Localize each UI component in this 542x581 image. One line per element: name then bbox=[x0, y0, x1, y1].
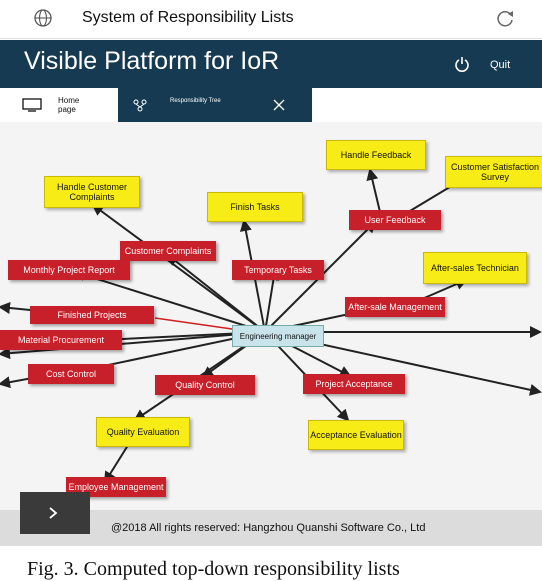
node-temporary-tasks[interactable]: Temporary Tasks bbox=[232, 260, 324, 280]
nav-expand-button[interactable] bbox=[20, 492, 90, 534]
node-material-procurement[interactable]: Material Procurement bbox=[0, 330, 122, 350]
node-finish-tasks[interactable]: Finish Tasks bbox=[207, 192, 303, 222]
app-header: Visible Platform for IoR Quit bbox=[0, 40, 542, 88]
monitor-icon bbox=[22, 98, 42, 112]
power-icon[interactable] bbox=[454, 56, 470, 72]
node-user-feedback[interactable]: User Feedback bbox=[349, 210, 441, 230]
node-monthly-project-report[interactable]: Monthly Project Report bbox=[8, 260, 130, 280]
responsibility-tree-canvas: Handle Feedback Customer Satisfaction Su… bbox=[0, 122, 542, 510]
tree-icon bbox=[133, 99, 147, 112]
node-cost-control[interactable]: Cost Control bbox=[28, 364, 114, 384]
node-after-sale-management[interactable]: After-sale Management bbox=[345, 297, 445, 317]
copyright-text: @2018 All rights reserved: Hangzhou Quan… bbox=[111, 522, 426, 534]
node-project-acceptance[interactable]: Project Acceptance bbox=[303, 374, 405, 394]
tab-responsibility-tree[interactable]: Responsibility Tree bbox=[118, 88, 312, 122]
node-acceptance-evaluation[interactable]: Acceptance Evaluation bbox=[308, 420, 404, 450]
tab-bar: Home page Responsibility Tree bbox=[0, 88, 542, 122]
app-title: Visible Platform for IoR bbox=[24, 47, 280, 75]
chevron-right-icon bbox=[49, 507, 58, 519]
tab-home-label: Home page bbox=[58, 96, 80, 114]
tab-tree-label: Responsibility Tree bbox=[170, 98, 221, 104]
node-engineering-manager[interactable]: Engineering manager bbox=[232, 325, 324, 347]
page-title: System of Responsibility Lists bbox=[82, 9, 294, 26]
close-icon[interactable] bbox=[272, 98, 286, 112]
tab-home-page[interactable]: Home page bbox=[0, 88, 118, 122]
quit-button[interactable]: Quit bbox=[490, 59, 511, 71]
browser-top-bar: System of Responsibility Lists bbox=[0, 0, 542, 39]
node-after-sales-technician[interactable]: After-sales Technician bbox=[423, 252, 527, 284]
reload-icon[interactable] bbox=[494, 7, 516, 29]
globe-icon[interactable] bbox=[33, 8, 53, 28]
footer-bar: @2018 All rights reserved: Hangzhou Quan… bbox=[0, 510, 542, 546]
node-employee-management[interactable]: Employee Management bbox=[66, 477, 166, 497]
node-finished-projects[interactable]: Finished Projects bbox=[30, 306, 154, 324]
node-customer-satisfaction-survey[interactable]: Customer Satisfaction Survey bbox=[445, 156, 542, 188]
node-quality-control[interactable]: Quality Control bbox=[155, 375, 255, 395]
node-quality-evaluation[interactable]: Quality Evaluation bbox=[96, 417, 190, 447]
figure-caption: Fig. 3. Computed top-down responsibility… bbox=[27, 558, 400, 580]
node-handle-feedback[interactable]: Handle Feedback bbox=[326, 140, 426, 170]
node-customer-complaints[interactable]: Customer Complaints bbox=[120, 241, 216, 261]
node-handle-customer-complaints[interactable]: Handle Customer Complaints bbox=[44, 176, 140, 208]
